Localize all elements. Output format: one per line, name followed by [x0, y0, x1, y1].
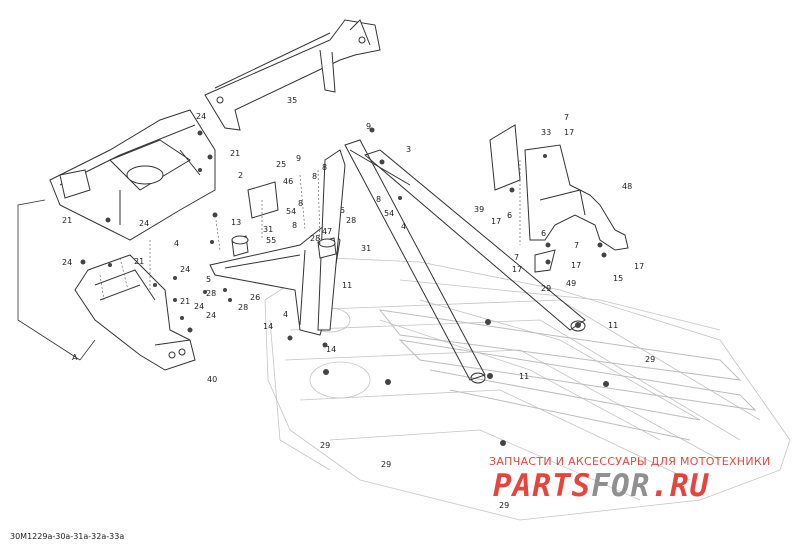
callout-9: 9 — [366, 122, 372, 131]
callout-24: 24 — [62, 258, 73, 267]
part-31-engine-mounts — [231, 181, 337, 259]
callout-11: 11 — [519, 372, 530, 381]
callout-26: 26 — [250, 293, 261, 302]
callout-31: 31 — [361, 244, 372, 253]
callout-8: 8 — [292, 221, 298, 230]
part-front-frame-plate — [49, 109, 216, 241]
callout-29: 29 — [499, 501, 510, 510]
callout-28: 28 — [310, 234, 321, 243]
logo-text-ru: .RU — [650, 468, 710, 504]
group-letter: A — [72, 353, 78, 362]
callout-28: 28 — [206, 289, 217, 298]
callout-49: 49 — [566, 279, 577, 288]
callout-54: 54 — [384, 209, 395, 218]
fasteners — [80, 127, 609, 446]
callout-6: 6 — [507, 211, 513, 220]
callout-55: 55 — [266, 236, 277, 245]
callout-8: 8 — [322, 163, 328, 172]
callout-14: 14 — [326, 345, 337, 354]
callout-21: 21 — [180, 297, 191, 306]
part-40-lower-bracket — [74, 254, 196, 371]
callout-4: 4 — [283, 310, 289, 319]
callout-4: 4 — [174, 239, 180, 248]
callout-11: 11 — [608, 321, 619, 330]
callout-31: 31 — [263, 225, 274, 234]
callout-28: 28 — [346, 216, 357, 225]
callout-24: 24 — [206, 311, 217, 320]
part-33-48-side-brackets — [489, 124, 629, 273]
callout-9: 9 — [296, 154, 302, 163]
callout-21: 21 — [230, 149, 241, 158]
callout-47: 47 — [322, 227, 333, 236]
callout-39: 39 — [474, 205, 485, 214]
callout-11: 11 — [342, 281, 353, 290]
callout-29: 29 — [320, 441, 331, 450]
callout-24: 24 — [196, 112, 207, 121]
callout-7: 7 — [564, 113, 570, 122]
callout-6: 6 — [541, 229, 547, 238]
callout-2: 2 — [238, 171, 244, 180]
callout-5: 5 — [206, 275, 212, 284]
callout-35: 35 — [287, 96, 298, 105]
callout-33: 33 — [541, 128, 552, 137]
part-39-tunnel-stays — [344, 139, 586, 384]
watermark-logo: PARTSFOR.RU — [493, 468, 709, 504]
callout-46: 46 — [283, 177, 294, 186]
callout-28: 28 — [238, 303, 249, 312]
callout-5: 5 — [340, 206, 346, 215]
callout-40: 40 — [207, 375, 218, 384]
logo-text-parts: PARTS — [493, 468, 592, 504]
callout-25: 25 — [276, 160, 287, 169]
callout-17: 17 — [564, 128, 575, 137]
callout-54: 54 — [286, 207, 297, 216]
callout-17: 17 — [491, 217, 502, 226]
callout-29: 29 — [541, 284, 552, 293]
callout-8: 8 — [376, 195, 382, 204]
callout-8: 8 — [298, 199, 304, 208]
callout-17: 17 — [571, 261, 582, 270]
group-a-bracket — [17, 199, 96, 361]
part-35-upper-beam — [204, 19, 381, 131]
callout-7: 7 — [514, 253, 520, 262]
callout-24: 24 — [180, 265, 191, 274]
callout-21: 21 — [62, 216, 73, 225]
callout-24: 24 — [139, 219, 150, 228]
callout-3: 3 — [406, 145, 412, 154]
callout-7: 7 — [574, 241, 580, 250]
logo-text-for: FOR — [591, 468, 651, 504]
watermark-tagline: ЗАПЧАСТИ И АКСЕССУАРЫ ДЛЯ МОТОТЕХНИКИ — [489, 455, 771, 468]
callout-24: 24 — [194, 302, 205, 311]
ghost-chassis — [264, 257, 791, 521]
callout-13: 13 — [231, 218, 242, 227]
callout-17: 17 — [634, 262, 645, 271]
callout-29: 29 — [381, 460, 392, 469]
ghost-track-slide — [378, 309, 757, 441]
drawing-reference-code: 30M1229a-30a-31a-32a-33a — [10, 532, 125, 541]
callout-15: 15 — [613, 274, 624, 283]
callout-8: 8 — [312, 172, 318, 181]
callout-21: 21 — [134, 257, 145, 266]
callout-14: 14 — [263, 322, 274, 331]
leader-lines — [99, 160, 521, 301]
callout-48: 48 — [622, 182, 633, 191]
callout-4: 4 — [401, 222, 407, 231]
callout-29: 29 — [645, 355, 656, 364]
callout-17: 17 — [512, 265, 523, 274]
